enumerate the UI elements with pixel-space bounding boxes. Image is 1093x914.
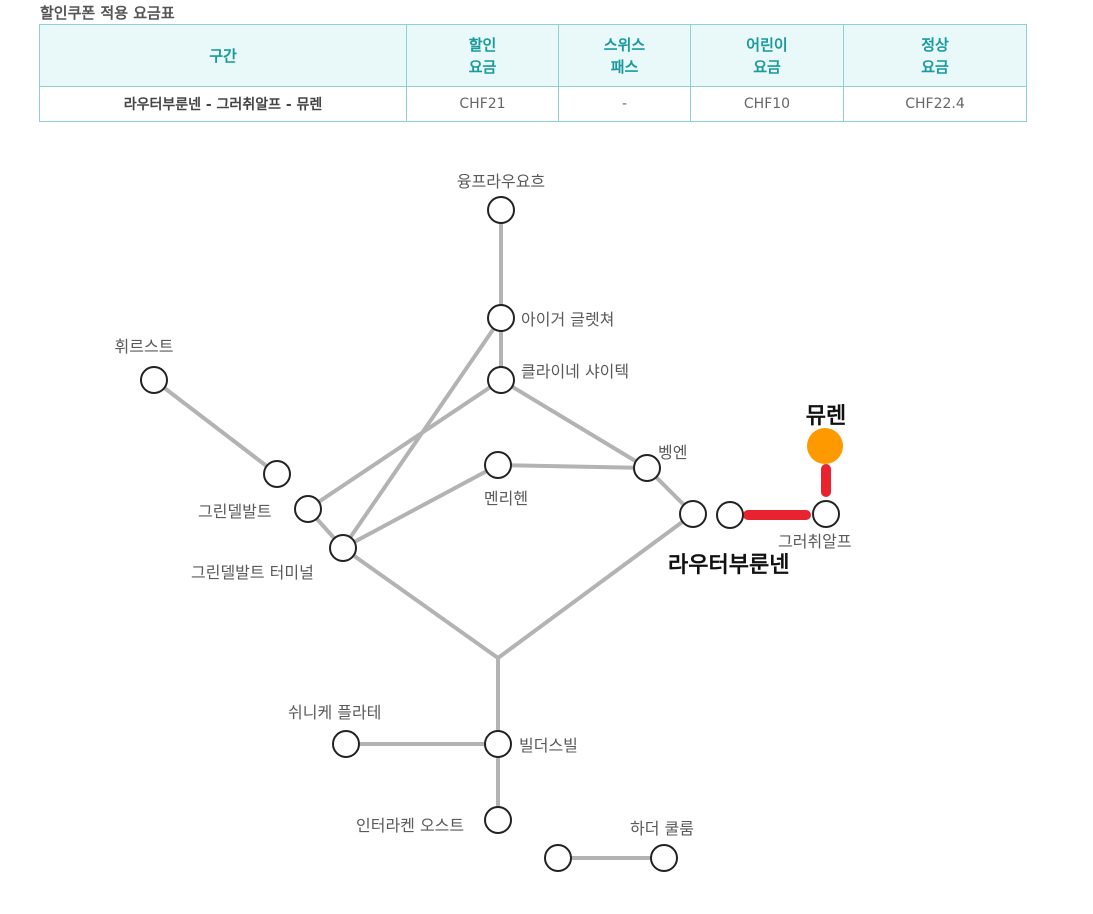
station-lauterbrunnen [679, 500, 707, 528]
station-schynige-platte [332, 730, 360, 758]
highlighted-route [743, 464, 831, 520]
line-mannlichen-terminal [341, 463, 500, 550]
table-header-row: 구간 할인 요금 스위스 패스 어린이 요금 정상 요금 [39, 24, 1027, 87]
header-regular-fare: 정상 요금 [843, 24, 1027, 87]
label-kleine-scheidegg: 클라이네 샤이텍 [521, 362, 629, 381]
label-grutschalp: 그러취알프 [778, 532, 852, 551]
cell-swiss-pass: - [558, 86, 691, 122]
station-lauterbrunnen-cable [716, 501, 744, 529]
header-regular-line1: 정상 [921, 35, 949, 54]
label-murren: 뮤렌 [806, 404, 846, 429]
table-row: 라우터부룬넨 - 그러취알프 - 뮤렌 CHF21 - CHF10 CHF22.… [39, 86, 1027, 122]
header-swisspass-line1: 스위스 [603, 35, 646, 54]
header-discount-line1: 할인 [468, 35, 497, 54]
label-grindelwald-terminal: 그린델발트 터미널 [191, 563, 314, 582]
label-grindelwald: 그린델발트 [198, 502, 272, 521]
station-wengen [633, 454, 661, 482]
cell-route: 라우터부룬넨 - 그러취알프 - 뮤렌 [39, 86, 407, 122]
header-discount-line2: 요금 [468, 57, 497, 76]
header-section: 구간 [39, 24, 407, 87]
cell-regular-fare: CHF22.4 [843, 86, 1027, 122]
label-mannlichen: 멘리헨 [484, 489, 528, 508]
cell-child-fare: CHF10 [690, 86, 844, 122]
label-schynige-platte: 쉬니케 플라테 [288, 703, 381, 722]
label-eiger-gletscher: 아이거 글렛쳐 [521, 310, 614, 329]
station-jungfraujoch [487, 196, 515, 224]
label-wilderswil: 빌더스빌 [519, 736, 578, 755]
label-lauterbrunnen: 라우터부룬넨 [668, 553, 789, 578]
cell-discount-fare: CHF21 [406, 86, 559, 122]
header-regular-line2: 요금 [921, 57, 949, 76]
header-child-fare: 어린이 요금 [690, 24, 844, 87]
station-harder-kulm-lower [544, 844, 572, 872]
rail-lines [152, 208, 695, 860]
header-child-line1: 어린이 [746, 35, 788, 54]
line-mannlichen-wengen [496, 463, 649, 470]
station-interlaken-ost [484, 806, 512, 834]
header-child-line2: 요금 [753, 57, 781, 76]
line-kleine-wengen [499, 378, 649, 470]
label-jungfraujoch: 융프라우요흐 [457, 172, 545, 191]
header-swiss-pass: 스위스 패스 [558, 24, 691, 87]
station-wilderswil [484, 730, 512, 758]
header-section-label: 구간 [209, 46, 237, 65]
line-kleine-grindelwald [306, 378, 503, 511]
station-first-lower [263, 460, 291, 488]
label-interlaken-ost: 인터라켄 오스트 [356, 816, 464, 835]
station-first [140, 366, 168, 394]
station-grutschalp [812, 500, 840, 528]
label-wengen: 벵엔 [658, 443, 687, 462]
line-first [152, 378, 279, 476]
station-harder-kulm [650, 844, 678, 872]
station-eiger-gletscher [487, 304, 515, 332]
station-kleine-scheidegg [487, 366, 515, 394]
header-swisspass-line2: 패스 [610, 57, 639, 76]
page-title: 할인쿠폰 적용 요금표 [40, 4, 175, 22]
station-murren-destination [807, 428, 843, 464]
line-to-wilderswil-junction [341, 512, 695, 661]
station-grindelwald-terminal [329, 534, 357, 562]
station-grindelwald [294, 495, 322, 523]
station-mannlichen [484, 451, 512, 479]
label-first: 휘르스트 [115, 337, 174, 356]
stations [140, 196, 840, 872]
fare-table: 구간 할인 요금 스위스 패스 어린이 요금 정상 요금 라우터부룬넨 - 그러… [39, 24, 1027, 122]
header-discount-fare: 할인 요금 [406, 24, 559, 87]
label-harder-kulm: 하더 쿨룸 [630, 819, 694, 838]
